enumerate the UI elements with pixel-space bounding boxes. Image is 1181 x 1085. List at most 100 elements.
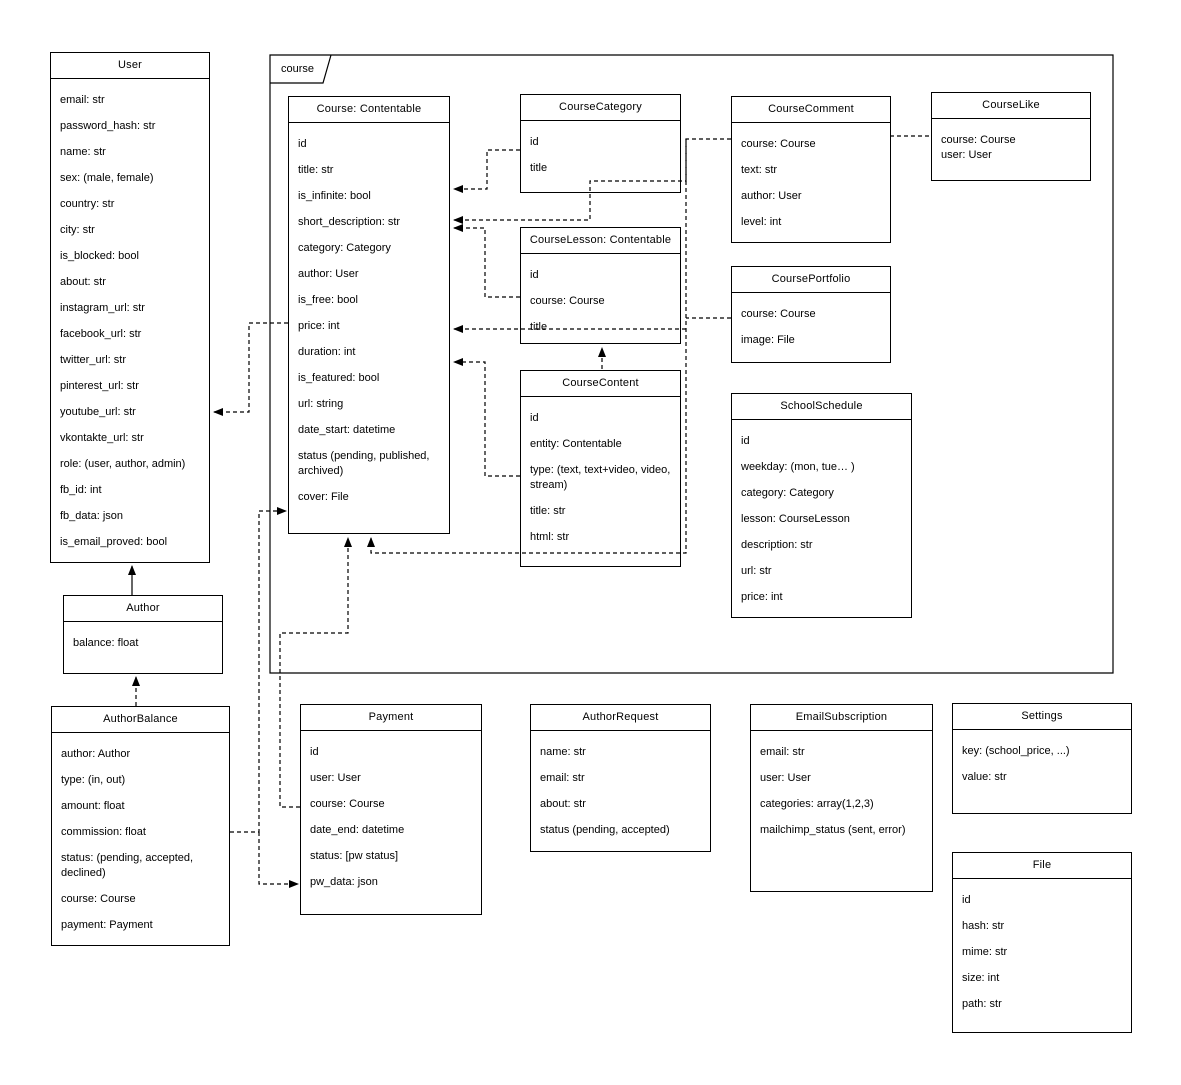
entity-school-schedule[interactable]: SchoolSchedule id weekday: (mon, tue… ) cat… [731,393,912,618]
field: course: Course [310,798,385,810]
field: country: str [60,198,115,210]
field: url: string [298,398,344,410]
field: entity: Contentable [530,438,622,450]
entity-author[interactable]: Author balance: float [63,595,223,674]
field: is_free: bool [298,294,358,306]
field: duration: int [298,346,356,358]
field: facebook_url: str [60,328,142,340]
field: password_hash: str [60,120,156,132]
entity-email-subscription-title: EmailSubscription [751,705,932,731]
field: id [741,435,750,447]
entity-course-category-title: CourseCategory [521,95,680,121]
field: fb_id: int [60,484,102,496]
field: commission: float [61,826,146,838]
field: user: User [760,772,811,784]
entity-course-like-title: CourseLike [932,93,1090,119]
field: course: Course [941,134,1016,146]
entity-file-title: File [953,853,1131,879]
field: email: str [60,94,105,106]
entity-payment-title: Payment [301,705,481,731]
field: title: str [530,505,566,517]
entity-course-title: Course: Contentable [289,97,449,123]
field: name: str [60,146,106,158]
field: user: User [310,772,361,784]
field: mailchimp_status (sent, error) [760,824,906,836]
field: is_email_proved: bool [60,536,168,548]
field: date_start: datetime [298,424,396,436]
field: html: str [530,531,570,543]
field: description: str [741,539,813,551]
field: pinterest_url: str [60,380,139,392]
field: is_featured: bool [298,372,380,384]
field: city: str [60,224,95,236]
field: weekday: (mon, tue… ) [741,461,855,473]
entity-user-fields: email: str password_hash: str name: str sex… [51,79,209,550]
field: course: Course [61,893,136,905]
connector-course-content-to-course[interactable] [453,358,520,477]
entity-school-schedule-fields: id weekday: (mon, tue… ) category: Categor… [732,420,911,605]
field: sex: (male, female) [60,172,154,184]
field: mime: str [962,946,1008,958]
field: id [530,269,539,281]
field: category: Category [741,487,834,499]
field: payment: Payment [61,919,153,931]
field: course: Course [530,295,605,307]
connector-course-lesson-to-course[interactable] [453,224,520,298]
field: key: (school_price, ...) [962,745,1070,757]
connector-author-balance-to-course[interactable] [230,507,287,833]
field: date_end: datetime [310,824,405,836]
field: title [530,162,548,174]
field: is_blocked: bool [60,250,139,262]
field: role: (user, author, admin) [60,458,186,470]
field: name: str [540,746,586,758]
field: short_description: str [298,216,401,228]
field: id [962,894,971,906]
field: author: Author [61,748,131,760]
field: amount: float [61,800,125,812]
entity-author-title: Author [64,596,222,622]
field: type: (text, text+video, video, stream) [530,464,671,491]
field: about: str [540,798,586,810]
field: size: int [962,972,1000,984]
field: id [530,412,539,424]
field: pw_data: json [310,876,378,888]
connector-course-to-user[interactable] [213,322,288,416]
field: id [298,138,307,150]
field: instagram_url: str [60,302,145,314]
field: type: (in, out) [61,774,126,786]
container-course-label: course [281,63,315,75]
field: author: User [298,268,359,280]
field: categories: array(1,2,3) [760,798,874,810]
connector-author-balance-to-payment[interactable] [258,832,299,888]
field: category: Category [298,242,391,254]
connector-course-category-to-course[interactable] [453,149,520,193]
field: fb_data: json [60,510,123,522]
entity-author-fields: balance: float [64,622,222,651]
field: balance: float [73,637,139,649]
field: status: [pw status] [310,850,399,862]
entity-author-balance-fields: author: Author type: (in, out) amount: flo… [52,733,229,933]
entity-school-schedule-title: SchoolSchedule [732,394,911,420]
entity-user[interactable]: User email: str password_hash: str name: st… [50,52,210,563]
entity-user-title: User [51,53,209,79]
